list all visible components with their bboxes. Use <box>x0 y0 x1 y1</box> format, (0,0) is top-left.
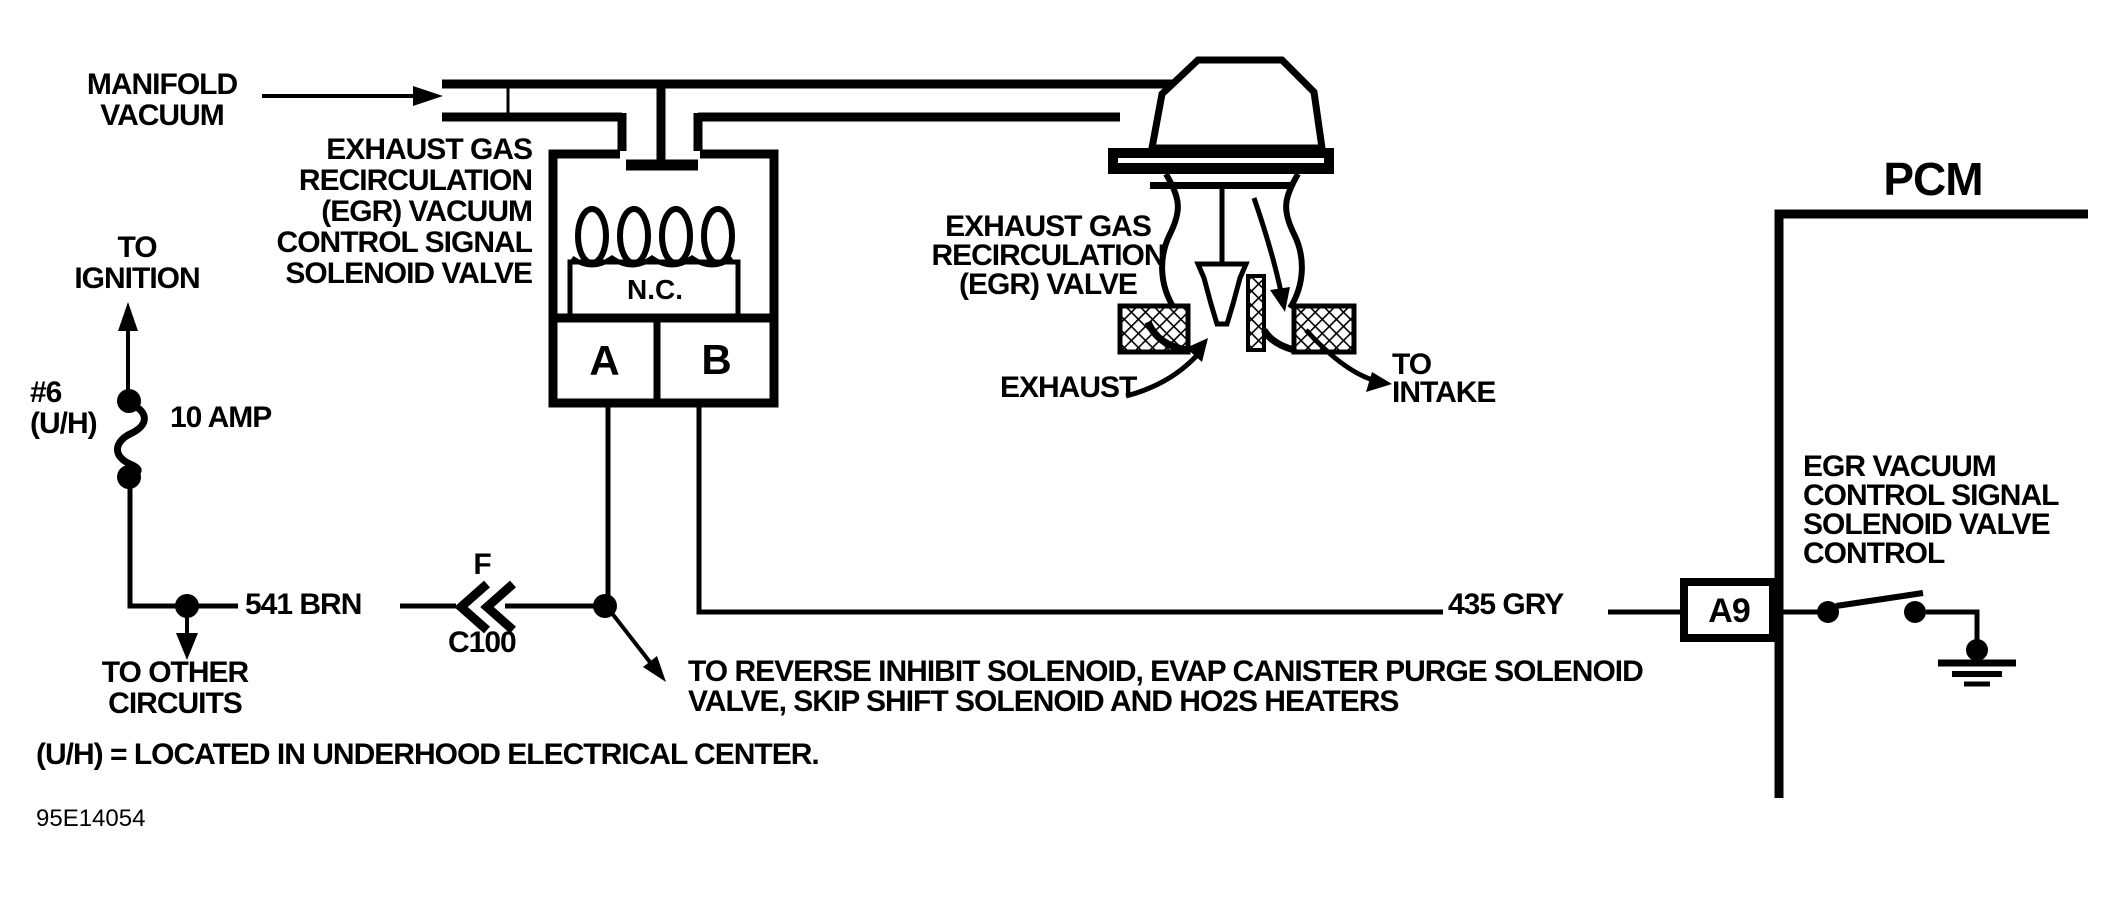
terminal-a-label: A <box>589 337 619 384</box>
branch-note-label: TO REVERSE INHIBIT SOLENOID, EVAP CANIST… <box>688 655 1644 718</box>
solenoid-nc-label: N.C. <box>627 274 683 305</box>
to-intake-label: TO INTAKE <box>1392 348 1496 409</box>
to-other-circuits-label: TO OTHER CIRCUITS <box>101 656 249 720</box>
branch-splice-arrow <box>609 610 666 682</box>
to-other-circuits-arrow <box>176 614 198 660</box>
egr-valve-label: EXHAUST GAS RECIRCULATION (EGR) VALVE <box>931 210 1165 301</box>
ground-icon <box>1938 639 2016 687</box>
fuse-icon <box>114 389 148 489</box>
egr-solenoid-label: EXHAUST GAS RECIRCULATION (EGR) VACUUM C… <box>276 133 533 290</box>
terminal-b-label: B <box>701 336 731 383</box>
connector-c100-label: C100 <box>448 626 517 659</box>
pcm-driver-switch <box>1779 590 2016 687</box>
fuse-rating-label: 10 AMP <box>170 401 272 434</box>
figure-number: 95E14054 <box>36 805 146 832</box>
intake-flow-arrow <box>1304 328 1392 392</box>
c100-connector-icon <box>454 580 516 634</box>
pcm-pin-a9-box <box>1680 578 1777 642</box>
manifold-vacuum-arrow <box>262 86 443 106</box>
egr-valve-drawing <box>1108 56 1392 399</box>
exhaust-flow-arrow <box>1125 338 1208 399</box>
pcm-function-label: EGR VACUUM CONTROL SIGNAL SOLENOID VALVE… <box>1803 450 2059 570</box>
wire-435-gry-label: 435 GRY <box>1448 588 1564 621</box>
pcm-boundary <box>1774 209 2088 798</box>
exhaust-label: EXHAUST <box>1000 371 1137 404</box>
manifold-vacuum-label: MANIFOLD VACUUM <box>86 68 238 132</box>
egr-solenoid-box <box>548 149 779 408</box>
fuse-number-label: #6 (U/H) <box>30 376 98 440</box>
manifold-vacuum-pipe <box>442 79 1180 171</box>
to-ignition-label: TO IGNITION <box>74 231 200 295</box>
connector-pin-f-label: F <box>473 548 491 581</box>
solenoid-coil-icon <box>570 206 735 268</box>
ignition-feed <box>114 302 238 660</box>
pcm-pin-a9-label: A9 <box>1708 592 1750 630</box>
internal-flow-arrow <box>1251 197 1290 312</box>
wire-541-brn-label: 541 BRN <box>245 588 362 621</box>
pcm-title: PCM <box>1883 153 1983 205</box>
wire-541-brn <box>400 580 666 682</box>
underhood-note: (U/H) = LOCATED IN UNDERHOOD ELECTRICAL … <box>36 738 820 771</box>
terminal-wires <box>605 406 1684 615</box>
